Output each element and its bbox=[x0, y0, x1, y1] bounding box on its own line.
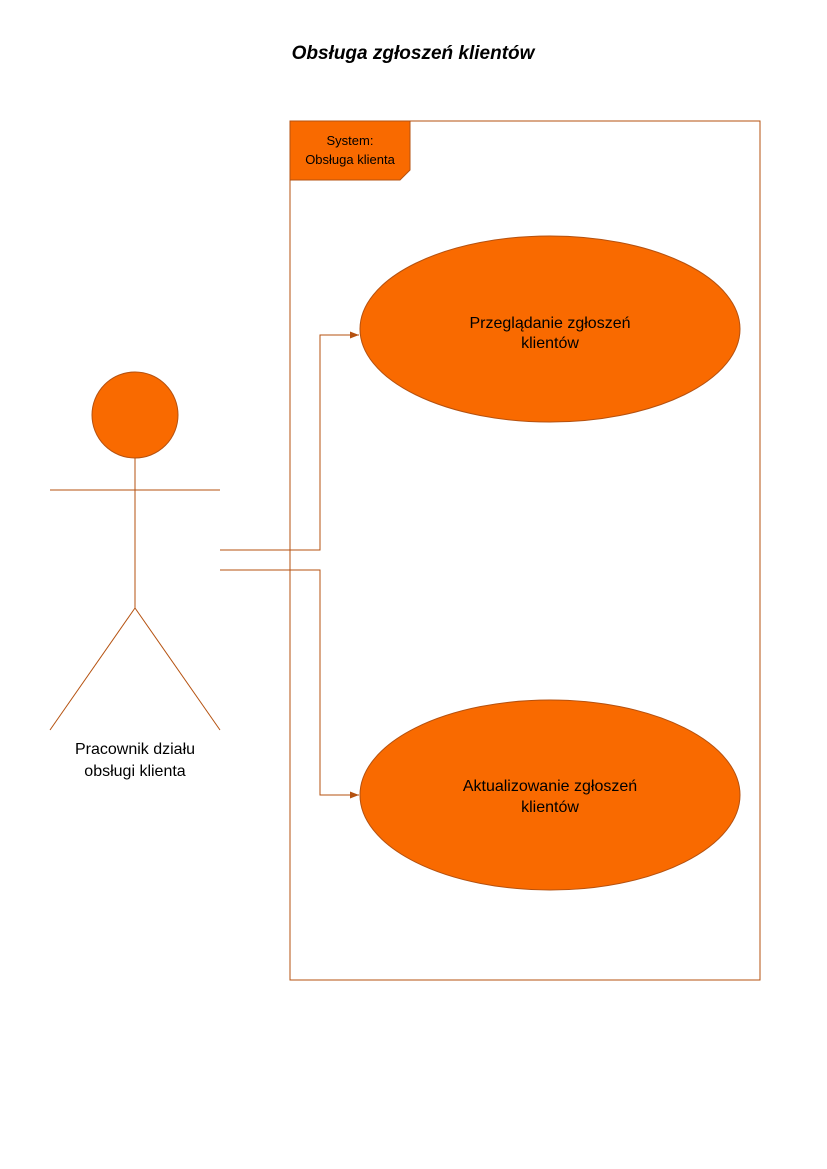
actor-left-leg bbox=[49, 607, 136, 731]
connector-to-use-case-1 bbox=[220, 331, 359, 551]
system-label-line1: System: bbox=[327, 133, 374, 148]
use-case-2-label-line2: klientów bbox=[521, 799, 579, 816]
use-case-1-label-line2: klientów bbox=[521, 335, 579, 352]
use-case-2-label-line1: Aktualizowanie zgłoszeń bbox=[463, 778, 637, 795]
connector-to-use-case-2 bbox=[220, 569, 359, 799]
diagram-title: Obsługa zgłoszeń klientów bbox=[292, 43, 536, 64]
system-label-line2: Obsługa klienta bbox=[305, 152, 395, 167]
system-label-tab bbox=[289, 120, 411, 181]
use-case-1 bbox=[359, 235, 741, 423]
actor-head bbox=[91, 371, 179, 459]
use-case-2 bbox=[359, 699, 741, 891]
actor-label-line1: Pracownik działu bbox=[75, 741, 195, 758]
actor-right-leg bbox=[134, 607, 221, 731]
actor-label-line2: obsługi klienta bbox=[84, 763, 186, 780]
actor-figure bbox=[49, 371, 221, 731]
use-case-1-label-line1: Przeglądanie zgłoszeń bbox=[470, 315, 631, 332]
